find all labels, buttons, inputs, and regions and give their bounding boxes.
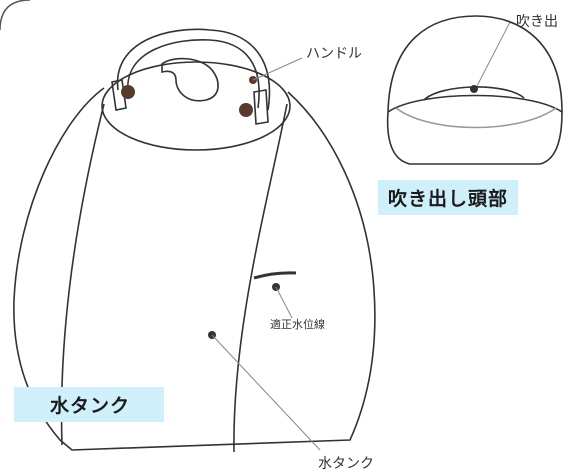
- handle-clip-left: [111, 79, 127, 111]
- handle-outer: [116, 28, 271, 111]
- tank-label: 水タンク: [318, 456, 374, 472]
- handle-inner: [127, 39, 260, 109]
- nozzle-head-drawing: [386, 15, 563, 165]
- tank-seam-right: [233, 103, 288, 453]
- tank-outline: [13, 87, 376, 451]
- handle-pivot-right-dot: [239, 103, 253, 117]
- water-tank-caption: 水タンク: [14, 387, 164, 422]
- nozzle-outlet-dot: [470, 85, 478, 93]
- handle-pivot-left-dot: [121, 85, 135, 99]
- nozzle-label: 吹き出: [516, 14, 558, 30]
- handle-label: ハンドル: [306, 46, 362, 62]
- nozzle-leader-line: [475, 21, 511, 89]
- tank-cap: [161, 57, 219, 102]
- nozzle-head-caption: 吹き出し頭部: [378, 180, 519, 215]
- head-rim-bottom: [395, 107, 557, 129]
- water-level-label: 適正水位線: [270, 317, 325, 331]
- handle-leader-line: [252, 57, 303, 81]
- head-base: [386, 111, 563, 165]
- tank-leader-line: [211, 334, 321, 451]
- head-rim-top: [387, 94, 563, 113]
- head-dome: [387, 15, 563, 113]
- water-level-mark: [253, 271, 297, 280]
- water-level-leader-line: [275, 286, 293, 319]
- handle-clip-right: [253, 89, 269, 125]
- tank-top-ellipse: [101, 61, 291, 151]
- frame-corner: [0, 0, 31, 31]
